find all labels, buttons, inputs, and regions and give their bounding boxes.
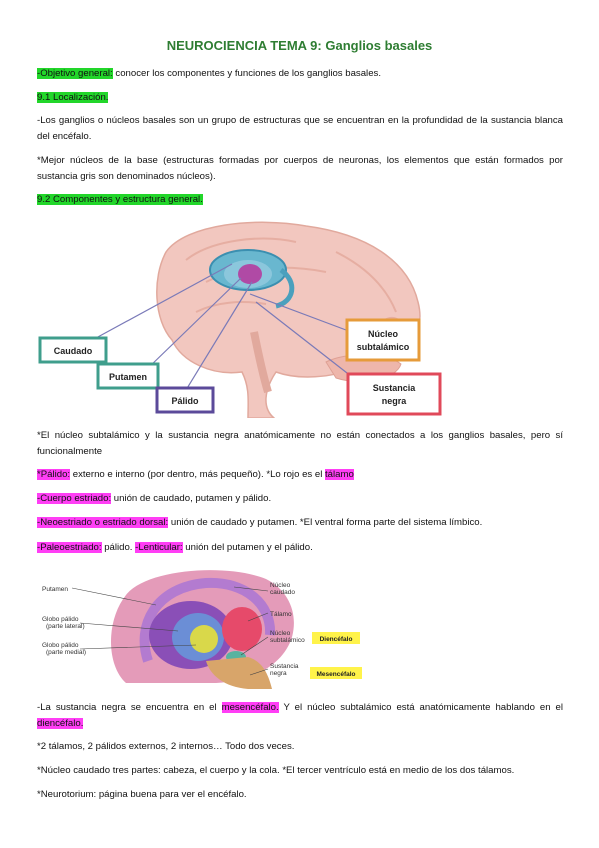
nucleo-box: [345, 318, 421, 362]
neo-label: -Neoestriado o estriado dorsal:: [37, 517, 169, 528]
lenticular-label: -Lenticular:: [135, 542, 183, 553]
objective-label: -Objetivo general:: [37, 68, 113, 79]
lenticular-text: unión del putamen y el pálido.: [182, 542, 313, 553]
sustancia-negra-caption: Sustancia: [270, 663, 299, 670]
mesencefalo-label: Mesencéfalo: [316, 671, 355, 678]
palido-label: *Pálido:: [37, 469, 71, 480]
paragraph-3: *El núcleo subtalámico y la sustancia ne…: [37, 430, 563, 457]
globo-palido-medial-caption: Globo pálido: [42, 642, 79, 649]
globus-medial-shape: [190, 625, 218, 653]
talamo-caption: Tálamo: [270, 611, 292, 618]
palido-text: externo e interno (por dentro, más peque…: [70, 469, 325, 480]
sustancia-negra-sub: negra: [270, 670, 287, 677]
thalamus-shape-2: [222, 607, 262, 651]
globo-palido-lateral-sub: (parte lateral): [46, 623, 85, 630]
caudate-tail: [275, 267, 295, 309]
caudado-label: Caudado: [54, 346, 93, 356]
palido-box: [155, 386, 215, 414]
globo-palido-lateral-caption: Globo pálido: [42, 616, 79, 623]
putamen-label: Putamen: [109, 372, 147, 382]
paragraph-7: *Neurotorium: página buena para ver el e…: [37, 789, 247, 800]
section-1-label: 9.1 Localización.: [37, 92, 109, 103]
paragraph-4-a: -La sustancia negra se encuentra en el: [37, 702, 222, 713]
section-heading-1: 9.1 Localización.: [37, 90, 563, 106]
paragraph-1: -Los ganglios o núcleos basales son un g…: [37, 115, 563, 142]
nucleo-caudado-sub: caudado: [270, 589, 295, 596]
cuerpo-paragraph: -Cuerpo estriado: unión de caudado, puta…: [37, 491, 563, 507]
mesencefalo-tag: [310, 667, 362, 679]
paragraph-5: *2 tálamos, 2 pálidos externos, 2 intern…: [37, 741, 295, 752]
nucleo-caudado-caption: Núcleo: [270, 582, 291, 589]
diencefalo-tag: [312, 632, 360, 644]
sustancia-label-line1: Sustancia: [373, 383, 417, 393]
diencefalo-highlight: diencéfalo.: [37, 718, 84, 729]
page-title: NEUROCIENCIA TEMA 9: Ganglios basales: [166, 38, 433, 53]
brain-diagram: Caudado Putamen Pálido Núcleo subtalámic…: [38, 221, 442, 418]
talamo-highlight: tálamo: [325, 469, 354, 480]
basal-ganglia-diagram: Putamen Globo pálido (parte lateral) Glo…: [42, 570, 362, 689]
putamen-box: [96, 362, 160, 390]
paragraph-4: -La sustancia negra se encuentra en el m…: [37, 700, 563, 732]
caudate-arc: [139, 577, 276, 663]
paleo-text: pálido.: [101, 542, 136, 553]
mesencefalo-highlight: mesencéfalo.: [221, 702, 279, 713]
cuerpo-text: unión de caudado, putamen y pálido.: [111, 493, 272, 504]
sustancia-box: [346, 372, 442, 416]
brainstem-shape: [206, 657, 272, 689]
paragraph-2: *Mejor núcleos de la base (estructuras f…: [37, 155, 563, 182]
paragraph-4-b: Y el núcleo subtalámico está anatómicame…: [278, 702, 563, 713]
putamen-caption: Putamen: [42, 586, 68, 593]
cuerpo-label: -Cuerpo estriado:: [37, 493, 112, 504]
sustancia-label-line2: negra: [382, 396, 408, 406]
objective-text: conocer los componentes y funciones de l…: [112, 68, 381, 79]
globo-palido-medial-sub: (parte medial): [46, 649, 86, 656]
palido-paragraph: *Pálido: externo e interno (por dentro, …: [37, 467, 563, 483]
palido-label: Pálido: [171, 396, 199, 406]
neo-paragraph: -Neoestriado o estriado dorsal: unión de…: [37, 515, 563, 531]
section-heading-2: 9.2 Componentes y estructura general.: [37, 192, 563, 208]
caudado-box: [38, 336, 108, 364]
paragraph-6: *Núcleo caudado tres partes: cabeza, el …: [37, 765, 515, 776]
neo-text: unión de caudado y putamen. *El ventral …: [168, 517, 483, 528]
nucleo-label-line1: Núcleo: [368, 329, 399, 339]
diencefalo-label: Diencéfalo: [320, 636, 353, 643]
nucleo-subtalamico-caption: Núcleo: [270, 630, 291, 637]
objective-paragraph: -Objetivo general: conocer los component…: [37, 66, 563, 82]
thalamus-shape: [238, 264, 262, 284]
paleo-label: -Paleoestriado:: [37, 542, 102, 553]
section-2-label: 9.2 Componentes y estructura general.: [37, 194, 203, 205]
paleo-paragraph: -Paleoestriado: pálido. -Lenticular: uni…: [37, 540, 563, 556]
nucleo-subtalamico-sub: subtalámico: [270, 637, 305, 644]
nucleo-label-line2: subtalámico: [357, 342, 410, 352]
